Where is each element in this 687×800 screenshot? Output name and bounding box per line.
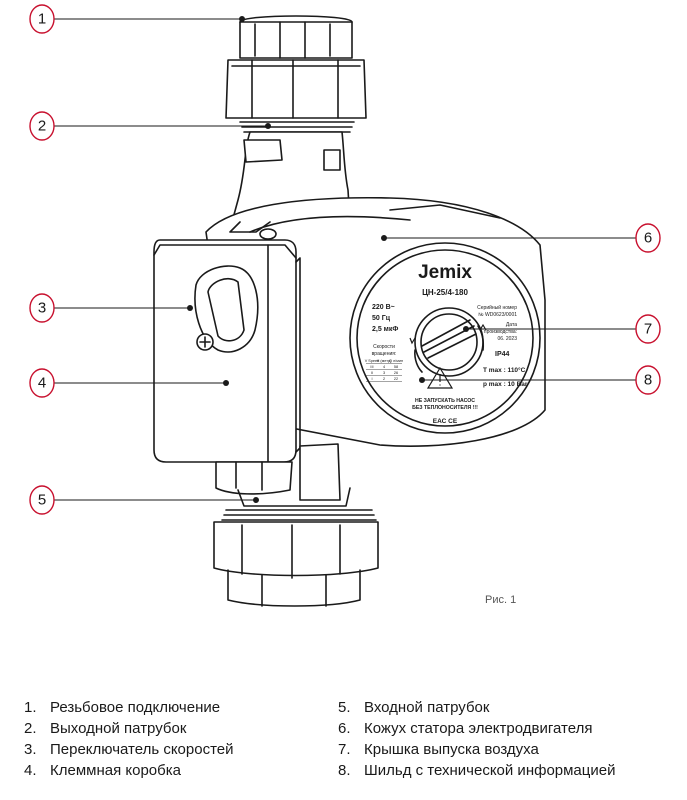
callout-2: 2 [38,118,46,135]
legend-item: 2. Выходной патрубок [24,718,234,739]
plate-capacitance: 2,5 мкФ [372,326,398,333]
legend-text: Резьбовое подключение [50,699,221,716]
air-vent-cap [414,307,485,377]
plate-speeds-title-1: Скорости [373,344,395,350]
callout-5: 5 [38,492,46,509]
leader-dots [187,16,469,503]
legend-num: 7. [338,741,351,758]
plate-warning-2: БЕЗ ТЕПЛОНОСИТЕЛЯ !!! [412,405,478,411]
speed-table-cell: 2 [383,377,385,381]
plate-ip: IP44 [495,351,510,358]
figure-caption: Рис. 1 [485,594,517,606]
callout-7: 7 [644,321,652,338]
legend-num: 2. [24,720,37,737]
top-union-nut [225,15,367,133]
legend-num: 8. [338,762,351,779]
bottom-union-nut [213,509,379,607]
legend-item: 7. Крышка выпуска воздуха [338,739,615,760]
plate-serial-label: Серийный номер [477,304,517,311]
callout-6: 6 [644,230,652,247]
plate-brand: Jemix [418,262,472,283]
legend-text: Шильд с технической информацией [364,762,616,779]
legend-num: 3. [24,741,37,758]
legend-item: 5. Входной патрубок [338,697,615,718]
speed-table-cell: 26 [394,371,398,375]
plate-warning-1: НЕ ЗАПУСКАТЬ НАСОС [415,398,475,404]
warning-triangle [426,366,454,389]
plate-speeds-title-2: вращения: [372,351,397,357]
plate-frequency: 50 Гц [372,315,391,322]
legend-item: 8. Шильд с технической информацией [338,760,615,781]
legend-text: Клеммная коробка [50,762,181,779]
plate-date-label-1: Дата [506,322,517,328]
legend-left: 1. Резьбовое подключение 2. Выходной патру… [24,697,234,781]
legend-text: Выходной патрубок [50,720,187,737]
legend-right: 5. Входной патрубок 6. Кожух статора элект… [338,697,615,781]
rotation-arrows [409,323,487,345]
speed-table-header: V Speed [365,359,380,363]
speed-table-header: H (метр) [377,359,393,363]
legend-text: Переключатель скоростей [50,741,234,758]
plate-model: ЦН-25/4-180 [422,288,468,297]
speed-table-cell: 58 [394,365,398,369]
speed-switch [194,265,259,353]
callouts [29,4,661,515]
callout-4: 4 [38,375,46,392]
legend-text: Крышка выпуска воздуха [364,741,539,758]
legend-item: 4. Клеммная коробка [24,760,234,781]
speed-table-cell: 3 [383,371,385,375]
plate-temp: T max : 110°C [483,366,526,374]
leader-lines [53,18,637,501]
plate-voltage: 220 В~ [372,304,395,311]
inlet-pipe [215,443,351,507]
speed-table-cell: 22 [394,377,398,381]
legend-item: 1. Резьбовое подключение [24,697,234,718]
legend-num: 5. [338,699,351,716]
speed-table-cell: III [370,365,373,369]
nameplate-text: Jemix ЦН-25/4-180 220 В~ 50 Гц 2,5 мкФ С… [372,262,528,425]
plate-pressure: p max : 10 Bar [483,381,528,388]
plate-date-label-2: производства: [484,329,517,335]
callout-8: 8 [644,372,652,389]
plate-serial-value: № WD0623/0001 [478,312,517,318]
speed-table-header: Q л/мин [389,359,403,363]
speed-table-cell: 4 [383,365,385,369]
legend-text: Кожух статора электродвигателя [364,720,593,737]
speed-table-cell: I [371,377,372,381]
legend-text: Входной патрубок [364,699,490,716]
legend-item: 3. Переключатель скоростей [24,739,234,760]
legend-num: 4. [24,762,37,779]
legend-num: 6. [338,720,351,737]
callout-3: 3 [38,300,46,317]
plate-marks: ЕАС CE [433,418,458,425]
legend-num: 1. [24,699,37,716]
plate-date-value: 06. 2023 [498,336,518,342]
speed-table-cell: II [371,371,373,375]
legend-item: 6. Кожух статора электродвигателя [338,718,615,739]
callout-1: 1 [38,11,46,28]
